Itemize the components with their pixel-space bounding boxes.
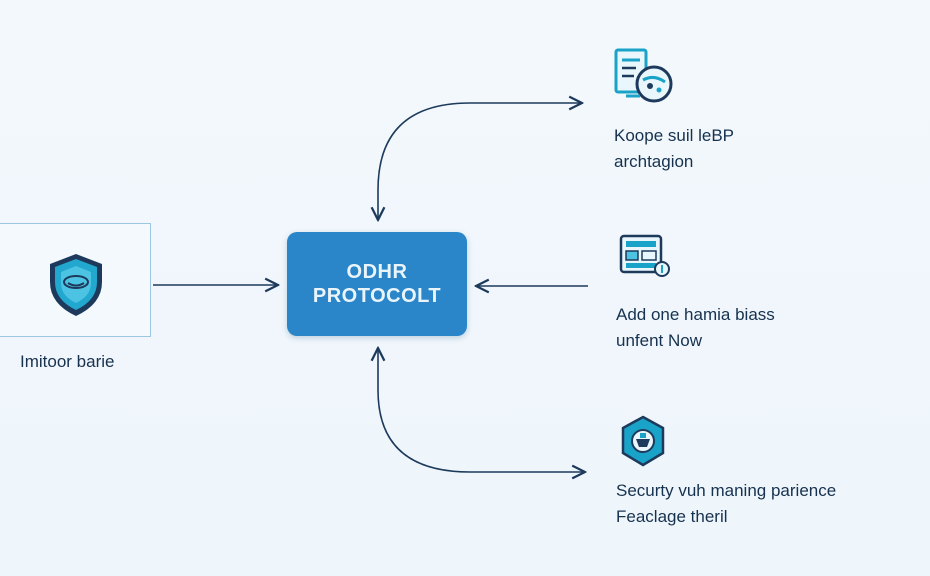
right-node-2-label: Add one hamia biass unfent Now xyxy=(616,302,775,354)
right-node-2-label-line1: Add one hamia biass xyxy=(616,305,775,324)
dashboard-icon xyxy=(618,233,670,279)
document-globe-icon xyxy=(610,46,676,108)
right-node-1-label-line1: Koope suil leBP xyxy=(614,126,735,145)
right-node-3-label-line1: Securty vuh maning parience xyxy=(616,481,837,500)
center-node-title-line2: PROTOCOLT xyxy=(312,285,442,307)
right-node-3-label: Securty vuh maning parience Feaclage the… xyxy=(616,478,836,530)
right-node-2-label-line2: unfent Now xyxy=(616,331,702,350)
shield-icon xyxy=(44,250,108,320)
right-node-1-label: Koope suil leBP archtagion xyxy=(614,123,734,175)
connector-center-to-bottom xyxy=(378,348,585,472)
left-node-label: Imitoor barie xyxy=(20,352,115,371)
shield-badge-icon xyxy=(620,415,666,467)
center-protocol-node: ODHR PROTOCOLT xyxy=(287,232,467,336)
connector-center-to-top xyxy=(378,103,582,220)
center-node-title-line1: ODHR xyxy=(346,261,408,283)
right-node-1-label-line2: archtagion xyxy=(614,152,694,171)
right-node-3-label-line2: Feaclage theril xyxy=(616,507,728,526)
